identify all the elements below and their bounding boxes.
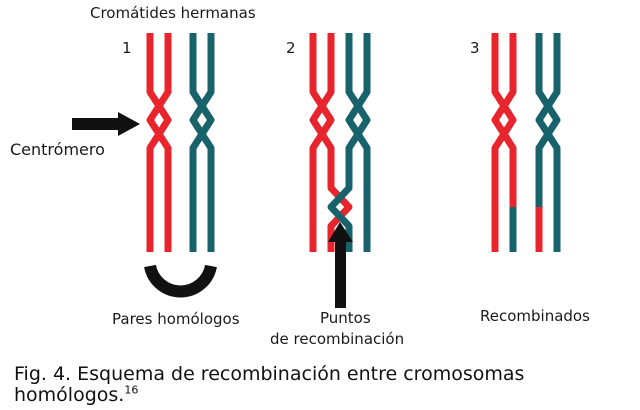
recombination-points-label-line1: Puntos	[320, 309, 371, 327]
recombination-points-label-line2: de recombinación	[270, 330, 405, 348]
panel-3-chromosomes	[491, 33, 561, 252]
teal-chromatid-2a	[327, 33, 371, 252]
red-chromatid-3b-upper	[491, 33, 517, 207]
homologous-pairs-label: Pares homólogos	[112, 310, 240, 328]
panel-2-chromosomes	[309, 33, 371, 252]
red-chromatid-1a	[146, 33, 172, 252]
teal-chromatid-3c	[535, 33, 561, 252]
panel-number-2: 2	[286, 39, 296, 57]
red-chromatid-1b	[146, 33, 172, 252]
caption-line-1: Fig. 4. Esquema de recombinación entre c…	[14, 363, 525, 385]
recombined-label: Recombinados	[480, 307, 590, 325]
panel-number-3: 3	[470, 39, 480, 57]
caption-reference: 16	[124, 383, 139, 397]
red-chromatid-3a	[491, 33, 517, 252]
centromere-label: Centrómero	[10, 140, 105, 159]
teal-chromatid-1b	[189, 33, 215, 252]
panel-1-chromosomes	[146, 33, 215, 252]
teal-chromatid-1a	[189, 33, 215, 252]
recombination-point-arrow	[328, 222, 353, 308]
red-chromatid-2a	[309, 33, 335, 252]
teal-chromatid-3a-upper	[535, 33, 561, 207]
red-chromatid-2b	[309, 33, 353, 252]
teal-chromatid-2b	[345, 33, 371, 252]
caption-line-2: homólogos.16	[14, 385, 524, 406]
figure-caption: Fig. 4. Esquema de recombinación entre c…	[14, 364, 524, 406]
homologous-pairs-arc	[144, 264, 217, 298]
panel-number-1: 1	[122, 39, 132, 57]
centromere-arrow	[72, 112, 140, 136]
caption-line-2-text: homólogos.	[14, 384, 125, 406]
sister-chromatids-label: Cromátides hermanas	[90, 4, 256, 22]
